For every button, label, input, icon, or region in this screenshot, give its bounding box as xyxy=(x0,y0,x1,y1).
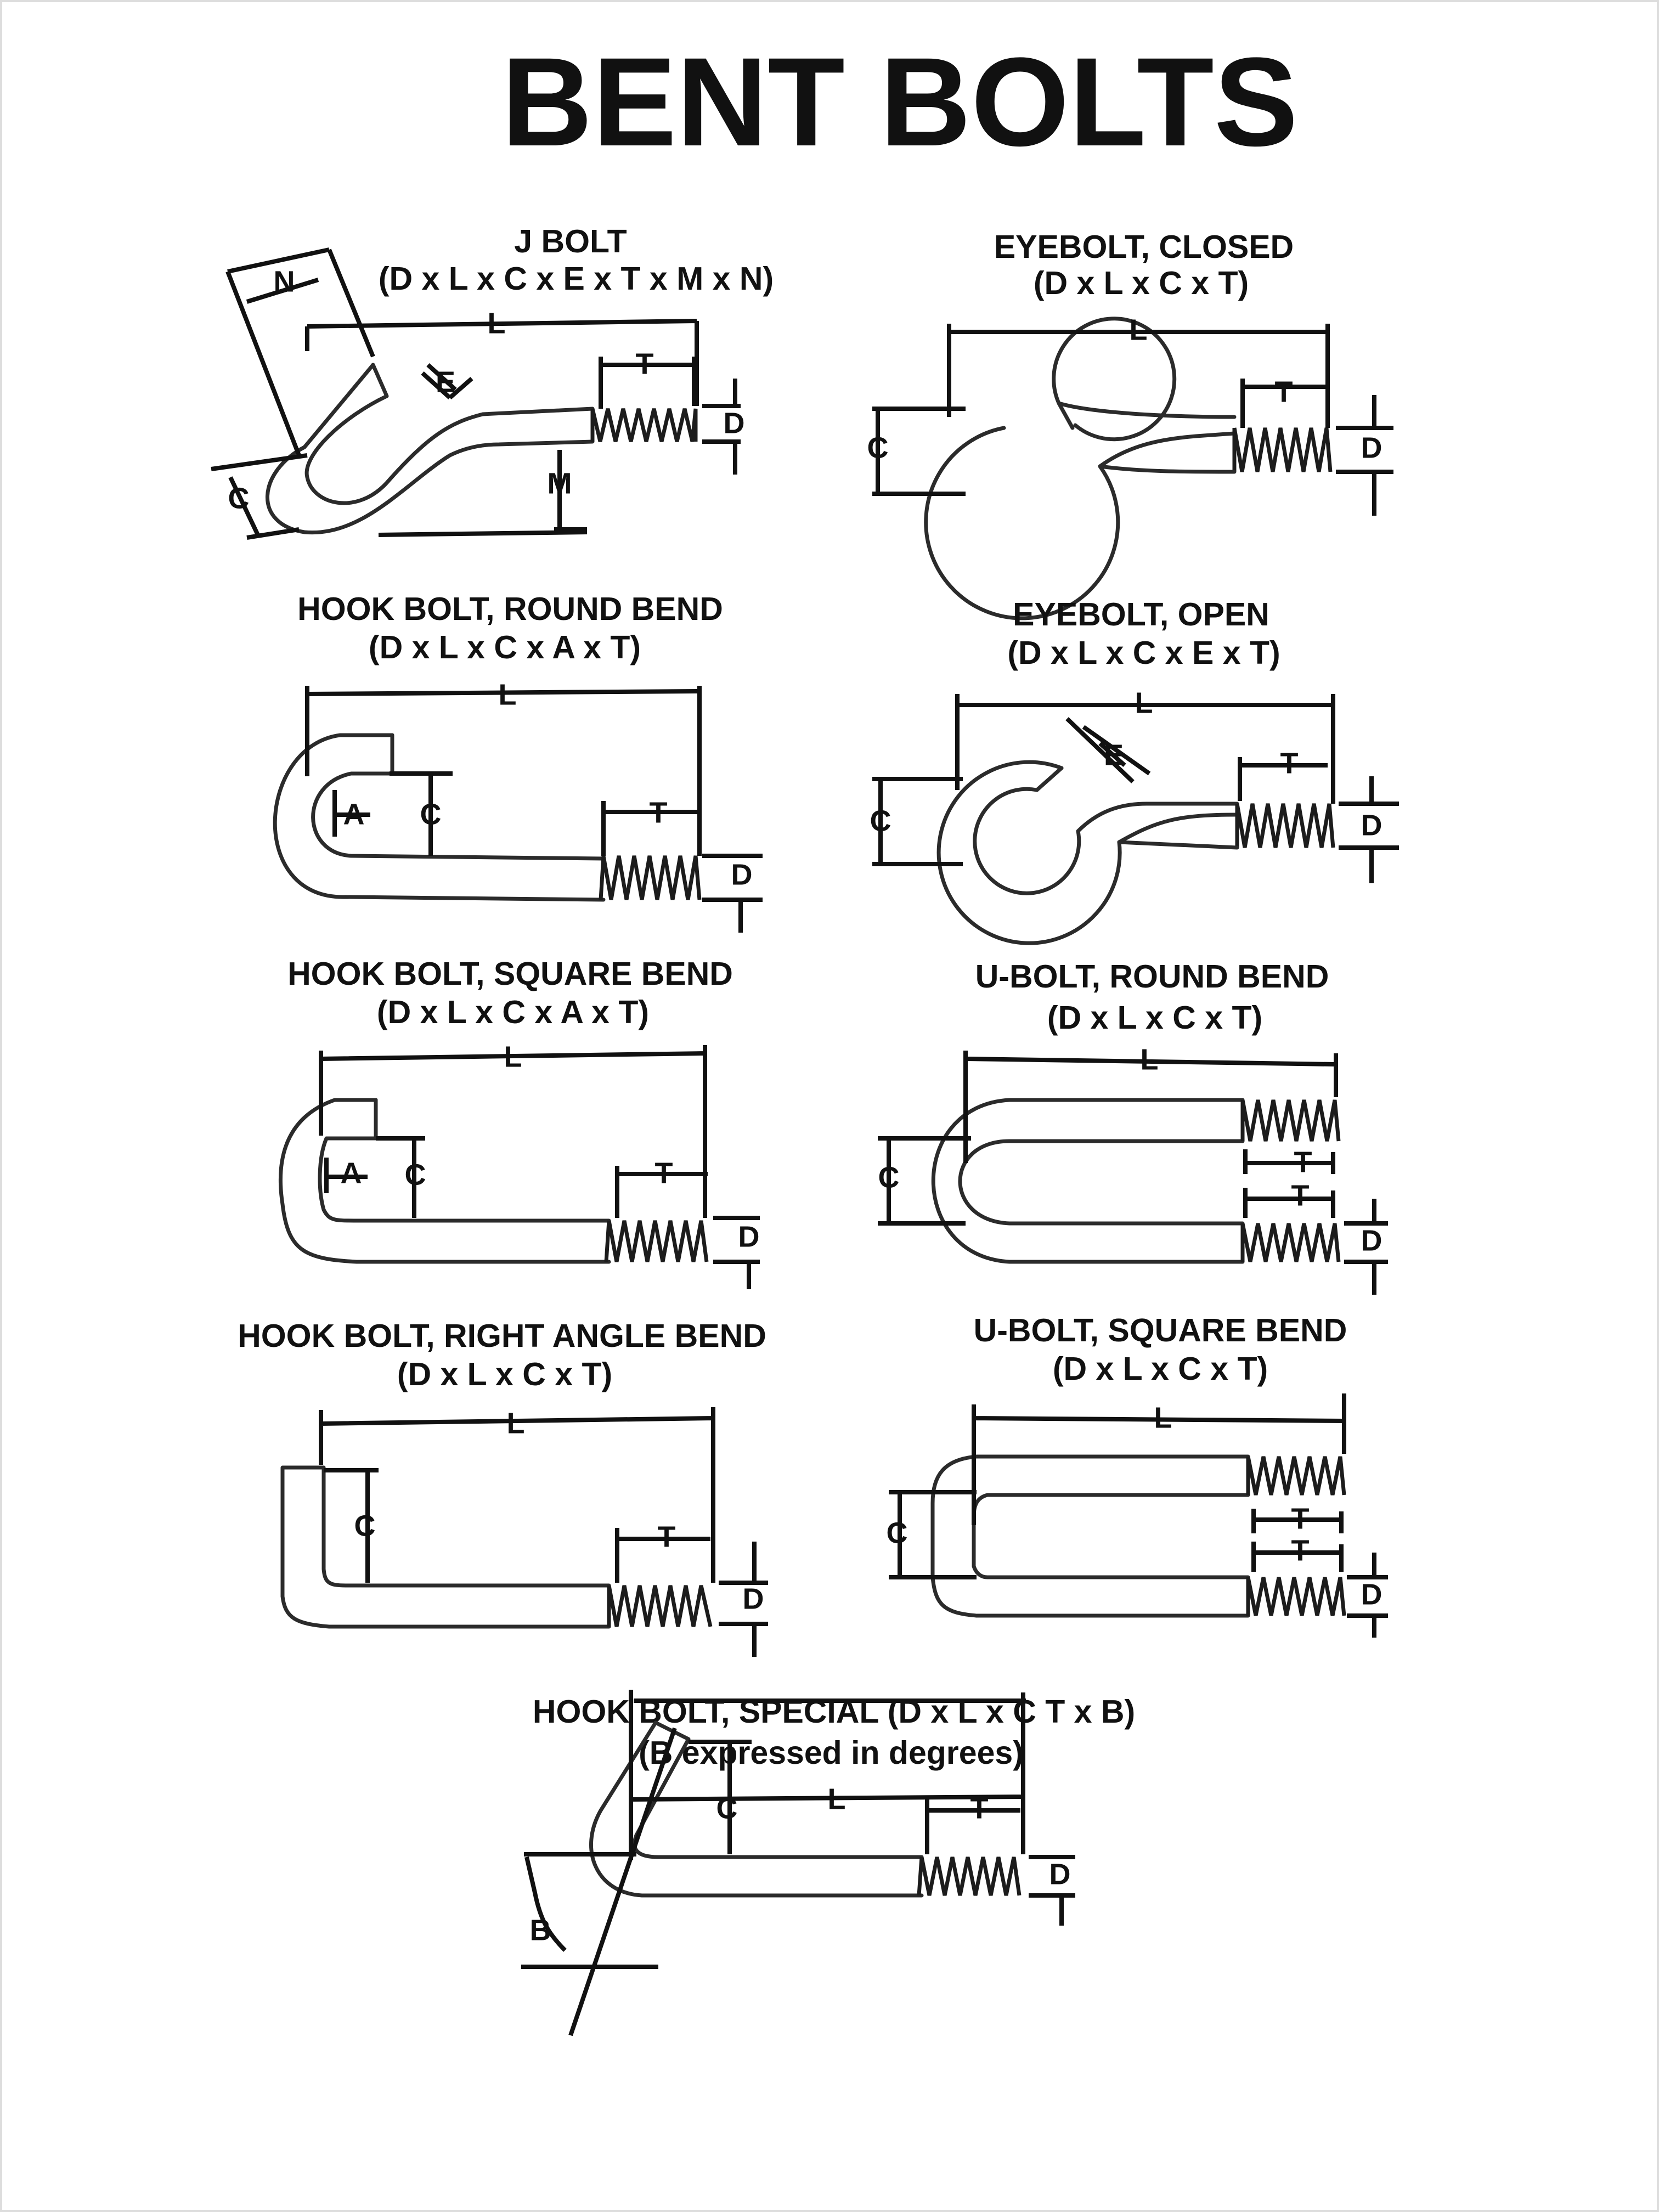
hook-round-spec: (D x L x C x A x T) xyxy=(369,629,641,665)
ubolt-square-diagram: U-BOLT, SQUARE BEND (D x L x C x T) L C … xyxy=(887,1312,1388,1638)
ubolt-square-name: U-BOLT, SQUARE BEND xyxy=(974,1312,1347,1348)
hook-square-label-d: D xyxy=(738,1220,760,1253)
eyebolt-closed-diagram: EYEBOLT, CLOSED (D x L x C x T) L T C D xyxy=(867,229,1393,620)
eyebolt-closed-spec: (D x L x C x T) xyxy=(1034,265,1249,301)
ubolt-round-label-c: C xyxy=(878,1161,900,1194)
eyebolt-open-spec: (D x L x C x E x T) xyxy=(1007,635,1280,671)
eyebolt-open-label-d: D xyxy=(1361,809,1383,842)
hook-right-spec: (D x L x C x T) xyxy=(397,1356,612,1392)
page-title: BENT BOLTS xyxy=(501,31,1298,172)
hook-round-dimensions xyxy=(305,686,763,933)
ubolt-round-name: U-BOLT, ROUND BEND xyxy=(975,958,1329,995)
ubolt-round-label-d: D xyxy=(1361,1224,1383,1257)
j-bolt-label-t: T xyxy=(636,347,654,380)
ubolt-round-label-t2: T xyxy=(1291,1179,1310,1212)
eyebolt-closed-label-t: T xyxy=(1275,375,1293,408)
hook-right-diagram: HOOK BOLT, RIGHT ANGLE BEND (D x L x C x… xyxy=(238,1318,768,1657)
hook-special-label-d: D xyxy=(1049,1858,1071,1891)
hook-round-label-a: A xyxy=(343,798,365,831)
hook-special-label-t: T xyxy=(970,1792,989,1825)
eyebolt-open-label-t: T xyxy=(1280,747,1299,780)
hook-right-dimensions xyxy=(319,1407,768,1657)
hook-special-diagram: HOOK BOLT, SPECIAL (D x L x C T x B) (B … xyxy=(521,1690,1135,2036)
hook-round-diagram: HOOK BOLT, ROUND BEND (D x L x C x A x T… xyxy=(273,591,763,933)
hook-special-label-l: L xyxy=(828,1782,846,1815)
j-bolt-label-m: M xyxy=(548,467,572,500)
eyebolt-closed-label-c: C xyxy=(867,431,889,464)
hook-square-dimensions xyxy=(319,1045,760,1289)
hook-right-label-d: D xyxy=(743,1582,764,1615)
eyebolt-open-name: EYEBOLT, OPEN xyxy=(1013,596,1269,633)
ubolt-round-shape xyxy=(931,1098,1341,1264)
hook-square-label-a: A xyxy=(341,1156,362,1189)
j-bolt-name: J BOLT xyxy=(514,223,627,259)
eyebolt-closed-shape xyxy=(924,317,1333,620)
ubolt-round-label-t1: T xyxy=(1294,1146,1312,1178)
hook-round-label-d: D xyxy=(731,858,753,891)
eyebolt-closed-name: EYEBOLT, CLOSED xyxy=(994,229,1294,265)
hook-round-label-t: T xyxy=(650,796,668,829)
eyebolt-open-label-l: L xyxy=(1135,686,1153,719)
ubolt-square-label-t2: T xyxy=(1291,1534,1310,1567)
hook-special-label-c: C xyxy=(716,1792,738,1825)
hook-special-label-b: B xyxy=(530,1914,551,1946)
hook-square-diagram: HOOK BOLT, SQUARE BEND (D x L x C x A x … xyxy=(278,956,760,1289)
ubolt-round-dimensions xyxy=(878,1051,1388,1295)
ubolt-square-label-t1: T xyxy=(1291,1502,1310,1535)
eyebolt-open-dimensions xyxy=(872,694,1399,883)
j-bolt-label-n: N xyxy=(274,265,295,298)
hook-right-name: HOOK BOLT, RIGHT ANGLE BEND xyxy=(238,1318,766,1354)
eyebolt-closed-label-l: L xyxy=(1130,313,1148,346)
j-bolt-shape xyxy=(266,363,698,535)
ubolt-round-spec: (D x L x C x T) xyxy=(1047,1000,1262,1036)
eyebolt-closed-label-d: D xyxy=(1361,431,1383,464)
hook-round-name: HOOK BOLT, ROUND BEND xyxy=(297,591,723,627)
ubolt-square-shape xyxy=(930,1454,1346,1618)
hook-round-label-l: L xyxy=(499,678,517,711)
eyebolt-closed-dimensions xyxy=(872,324,1393,516)
j-bolt-spec: (D x L x C x E x T x M x N) xyxy=(379,261,774,297)
eyebolt-open-diagram: EYEBOLT, OPEN (D x L x C x E x T) L E T … xyxy=(870,596,1399,945)
ubolt-round-diagram: U-BOLT, ROUND BEND (D x L x C x T) L C T… xyxy=(878,958,1388,1295)
hook-square-name: HOOK BOLT, SQUARE BEND xyxy=(287,956,733,992)
hook-right-label-c: C xyxy=(354,1509,376,1542)
hook-square-label-l: L xyxy=(504,1040,522,1073)
hook-round-shape xyxy=(273,733,702,902)
hook-special-dimensions xyxy=(521,1690,1075,2036)
hook-square-spec: (D x L x C x A x T) xyxy=(377,994,649,1030)
eyebolt-open-shape xyxy=(936,760,1335,945)
ubolt-round-label-l: L xyxy=(1141,1043,1159,1076)
eyebolt-open-label-c: C xyxy=(870,804,891,837)
ubolt-square-spec: (D x L x C x T) xyxy=(1053,1351,1268,1387)
j-bolt-label-l: L xyxy=(488,307,506,340)
j-bolt-label-c: C xyxy=(228,482,250,515)
hook-square-label-t: T xyxy=(655,1156,673,1189)
hook-right-label-l: L xyxy=(507,1407,525,1440)
j-bolt-diagram: J BOLT (D x L x C x E x T x M x N) N L E… xyxy=(211,223,774,540)
ubolt-square-label-d: D xyxy=(1361,1578,1383,1611)
j-bolt-label-d: D xyxy=(724,407,745,439)
ubolt-square-label-c: C xyxy=(887,1516,908,1549)
hook-round-label-c: C xyxy=(420,798,442,831)
j-bolt-label-e: E xyxy=(436,365,455,398)
hook-right-label-t: T xyxy=(658,1520,676,1553)
hook-square-label-c: C xyxy=(405,1158,426,1191)
hook-right-shape xyxy=(280,1465,713,1629)
eyebolt-open-label-e: E xyxy=(1104,738,1124,771)
ubolt-square-label-l: L xyxy=(1154,1401,1172,1434)
ubolt-square-dimensions xyxy=(889,1393,1388,1638)
hook-square-shape xyxy=(278,1098,709,1264)
j-bolt-dimensions xyxy=(211,247,741,540)
